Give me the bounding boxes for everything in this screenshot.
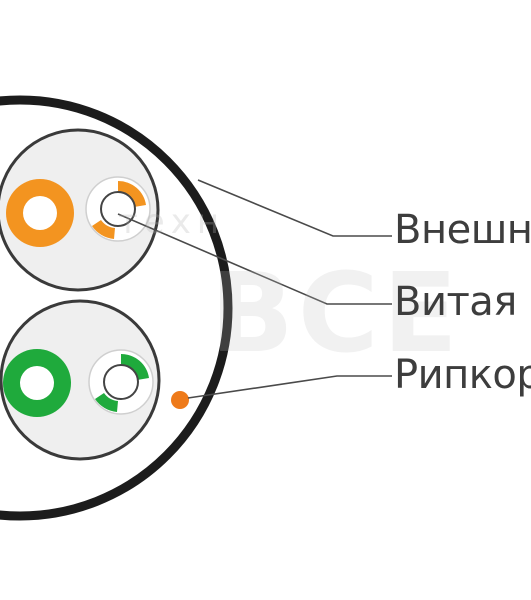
leader-line-ripcord — [187, 375, 392, 399]
ripcord-dot — [171, 391, 189, 409]
watermark-small-text: техн — [118, 202, 226, 242]
white-green-stripe — [121, 353, 149, 380]
outer-jacket — [0, 95, 233, 521]
orange-conductor-core — [23, 196, 57, 230]
white-orange-stripe-2 — [92, 220, 115, 239]
pair-sheath-top — [0, 128, 160, 292]
callout-label-twisted-pair: Витая — [394, 279, 517, 325]
twisted-pair-green — [0, 299, 161, 461]
white-green-stripe-2 — [95, 393, 118, 412]
leader-line-twisted-pair — [117, 213, 392, 305]
leader-line-outer-jacket — [197, 179, 392, 237]
pair-sheath-bottom — [0, 299, 161, 461]
white-orange-stripe — [118, 180, 146, 207]
green-conductor-core — [20, 366, 54, 400]
callout-label-ripcord: Рипкор — [394, 352, 531, 398]
white-green-conductor-core — [103, 364, 139, 400]
callout-label-outer-jacket: Внешн — [394, 207, 531, 253]
watermark-large-text: ВСЕ — [210, 249, 462, 377]
